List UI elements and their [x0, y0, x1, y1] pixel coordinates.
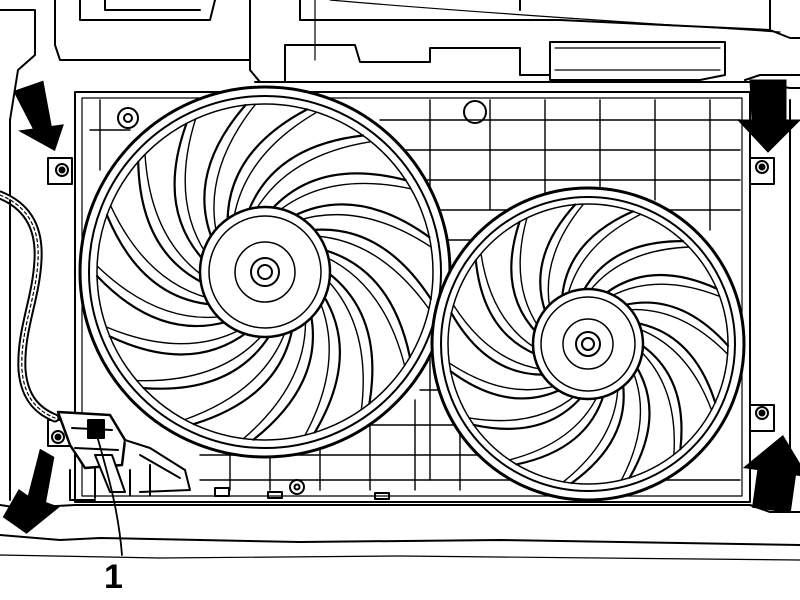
small-fan-blade-edge [448, 362, 558, 391]
large-fan-blade-edge [233, 111, 318, 220]
small-fan-blade [472, 394, 584, 430]
large-fan-blade-edge [184, 118, 207, 255]
callout-label-1: 1 [104, 558, 123, 596]
large-fan-blade [173, 122, 206, 262]
large-fan-blade [95, 274, 229, 328]
large-fan-blade [105, 214, 214, 306]
large-fan-blade [313, 293, 341, 434]
large-fan-blade-edge [314, 235, 430, 310]
small-fan-blade [474, 259, 539, 356]
small-fan-blade-edge [468, 394, 578, 422]
small-fan-blade-edge [452, 304, 544, 370]
arrow-top-right [736, 79, 800, 153]
large-fan-blade-edge [136, 333, 264, 382]
small-fan-blade-edge [508, 394, 599, 461]
large-fan-blade [291, 203, 431, 239]
bolt-top-left [55, 163, 69, 177]
small-fan-blade [570, 381, 625, 485]
small-fan-blade [638, 342, 683, 451]
small-fan-blade [581, 239, 684, 294]
small-fan-blade-edge [626, 308, 729, 355]
shroud-details [117, 100, 487, 500]
large-fan-blade [252, 312, 315, 441]
large-fan-blade-edge [242, 318, 307, 440]
small-fan-blade [450, 312, 547, 376]
large-fan-blade-edge [96, 265, 223, 319]
small-fan-blade [449, 370, 564, 400]
large-fan-blade-edge [277, 182, 412, 213]
large-fan-blade [309, 228, 432, 300]
large-fan-blade-edge [324, 256, 406, 367]
small-fan-blade [539, 203, 577, 315]
large-fan-blade [203, 104, 247, 241]
large-fan-blade [226, 108, 309, 224]
large-fan-blade-edge [105, 326, 242, 345]
small-fan-blade-edge [566, 213, 642, 297]
small-fan-blade [510, 220, 539, 335]
arrow-bottom-left [2, 448, 60, 534]
small-fan-blade [634, 321, 717, 404]
upper-body-structure [0, 0, 800, 201]
large-fan-blade-edge [144, 153, 204, 277]
large-fan-blade-edge [304, 300, 330, 436]
callout-leader-line [95, 431, 123, 556]
small-fan-blade-edge [638, 349, 675, 456]
large-fan [78, 85, 452, 459]
electrical-connector [56, 410, 191, 501]
large-fan-blade [325, 270, 374, 405]
arrow-bottom-right [742, 435, 800, 514]
small-fan-blade-edge [562, 385, 619, 483]
small-fan [430, 186, 746, 502]
large-fan-blade-edge [184, 329, 287, 421]
small-fan-blade-edge [637, 328, 713, 411]
large-fan-blade-edge [298, 214, 432, 248]
large-fan-blade-edge [109, 205, 210, 299]
small-fan-blade [621, 301, 730, 347]
small-fan-blade-edge [547, 203, 585, 310]
small-fan-blade [603, 274, 718, 296]
small-fan-blade [515, 392, 606, 466]
large-fan-blade-edge [254, 141, 372, 212]
small-fan-blade [560, 210, 634, 301]
large-fan-blade [142, 332, 272, 390]
small-fan-blade-edge [588, 246, 690, 293]
bolt-bottom-right [755, 406, 769, 420]
large-fan-blade [137, 160, 206, 285]
small-fan-blade [628, 364, 651, 479]
small-fan-blade-edge [519, 217, 540, 328]
large-fan-blade-edge [213, 103, 257, 234]
small-fan-blade-edge [480, 253, 537, 350]
large-fan-blade [246, 134, 365, 214]
bolt-top-right [755, 160, 769, 174]
large-fan-blade [269, 172, 407, 212]
mounting-bolts [51, 160, 769, 444]
small-fan-blade-edge [620, 370, 642, 481]
large-fan-blade [321, 248, 411, 359]
large-fan-blade [192, 326, 294, 426]
shroud-grid [89, 99, 741, 491]
wiring-harness [0, 190, 60, 423]
large-fan-blade [108, 330, 250, 356]
bolt-bottom-left [51, 430, 65, 444]
small-fan-blade-edge [609, 283, 721, 298]
arrow-top-left [13, 80, 64, 152]
large-fan-blade-edge [325, 278, 364, 411]
